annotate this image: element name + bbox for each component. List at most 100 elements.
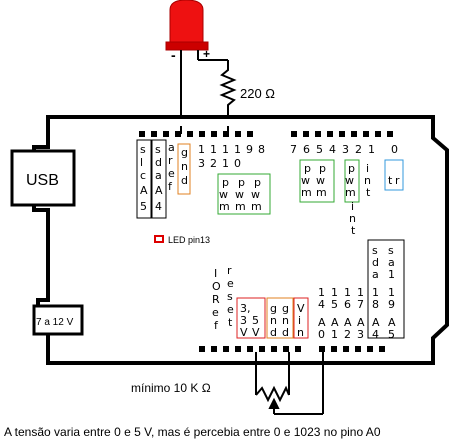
svg-text:d: d [181,174,188,187]
svg-text:a: a [388,256,395,269]
svg-text:w: w [219,188,228,201]
svg-text:a: a [168,141,175,154]
svg-text:i: i [351,200,354,213]
svg-text:1: 1 [388,286,395,299]
svg-text:n: n [349,212,356,225]
svg-text:A: A [331,316,339,329]
svg-text:t: t [351,224,356,237]
svg-text:r: r [168,154,173,167]
svg-text:A: A [372,316,380,329]
svg-text:1: 1 [222,157,229,170]
svg-text:1: 1 [372,286,379,299]
svg-text:5: 5 [316,143,323,156]
svg-text:V: V [240,326,248,339]
svg-text:A: A [140,184,148,197]
svg-text:d: d [270,326,277,339]
svg-text:0: 0 [391,143,398,156]
svg-text:1: 1 [318,286,325,299]
svg-text:5: 5 [388,328,395,341]
svg-text:p: p [222,176,229,189]
svg-text:4: 4 [372,328,379,341]
caption-text: A tensão varia entre 0 e 5 V, mas é perc… [4,425,381,439]
svg-text:d: d [372,256,379,269]
svg-text:s: s [155,143,161,156]
usb-label: USB [26,172,59,189]
svg-text:s: s [227,290,233,303]
top-header-pins [139,131,393,137]
bottom-label-text: I O R e f r e s e t 3, 3 5 V V g n d g n… [212,244,396,341]
svg-text:p: p [348,162,355,175]
led-pin13-label: LED pin13 [168,235,210,245]
svg-text:R: R [212,293,220,306]
svg-text:1: 1 [331,328,338,341]
svg-text:m: m [316,186,327,199]
svg-text:d: d [155,156,162,169]
svg-text:t: t [366,186,371,199]
svg-text:1: 1 [368,143,375,156]
digital-pin-numbers: 1 1 1 1 9 8 7 6 5 4 3 2 1 0 3 2 1 0 [198,143,398,170]
svg-text:w: w [316,174,325,187]
svg-text:w: w [235,188,244,201]
svg-text:2: 2 [210,157,217,170]
svg-text:9: 9 [246,143,253,156]
svg-text:7: 7 [290,143,297,156]
svg-text:A: A [318,316,326,329]
svg-text:4: 4 [155,200,162,213]
svg-text:f: f [168,180,173,193]
bottom-header-pins [199,346,385,352]
svg-text:0: 0 [318,328,325,341]
led-pin13-marker [154,235,164,243]
svg-text:e: e [212,306,219,319]
svg-text:1: 1 [198,143,205,156]
svg-text:p: p [238,176,245,189]
top-label-text: s l c A 5 s d a A 4 a r e f g n d p w m … [140,141,400,237]
svg-text:6: 6 [344,298,351,311]
svg-text:n: n [297,326,304,339]
svg-text:1: 1 [388,268,395,281]
svg-text:p: p [319,162,326,175]
pot-label: mínimo 10 K Ω [131,381,211,395]
usb-port [10,149,76,207]
svg-text:a: a [155,169,162,182]
svg-text:m: m [301,186,312,199]
svg-text:1: 1 [210,143,217,156]
svg-text:A: A [155,184,163,197]
svg-text:1: 1 [222,143,229,156]
svg-text:l: l [140,156,143,169]
svg-text:n: n [282,314,289,327]
svg-text:p: p [254,176,261,189]
svg-text:w: w [301,174,310,187]
svg-text:4: 4 [329,143,336,156]
svg-text:s: s [372,244,378,257]
svg-text:4: 4 [318,298,325,311]
svg-text:3: 3 [357,328,364,341]
led-minus: - [171,47,176,63]
svg-text:i: i [366,162,369,175]
svg-text:A: A [344,316,352,329]
svg-text:2: 2 [344,328,351,341]
svg-text:i: i [298,314,301,327]
svg-text:A: A [357,316,365,329]
svg-text:t: t [228,316,233,329]
power-jack [32,304,84,336]
resistor-220 [219,60,237,126]
svg-text:m: m [235,200,246,213]
svg-text:g: g [270,302,277,315]
svg-text:m: m [345,186,356,199]
svg-text:g: g [282,302,289,315]
svg-text:t: t [388,174,393,187]
svg-text:a: a [372,268,379,281]
svg-text:e: e [227,277,234,290]
svg-text:1: 1 [357,286,364,299]
svg-text:1: 1 [344,286,351,299]
svg-text:V: V [297,302,305,315]
svg-text:m: m [251,200,262,213]
svg-text:3: 3 [240,314,247,327]
svg-text:e: e [168,167,175,180]
svg-text:7: 7 [357,298,364,311]
svg-text:6: 6 [303,143,310,156]
svg-text:5: 5 [252,314,259,327]
svg-text:r: r [227,264,232,277]
led-plus: + [203,47,210,61]
